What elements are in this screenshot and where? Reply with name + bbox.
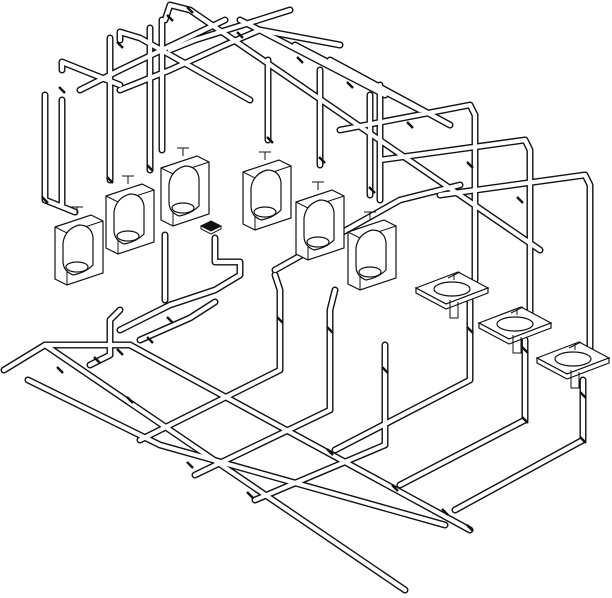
pipe-network xyxy=(0,1,594,594)
pipe-fitting-20 xyxy=(579,391,587,399)
pipe-fitting-17 xyxy=(381,366,389,374)
pipe-fitting-13 xyxy=(521,416,529,424)
pipe-fitting-34 xyxy=(41,196,49,204)
pipe-fitting-29 xyxy=(116,41,124,49)
pipe-run-13-fill xyxy=(137,299,218,343)
pipe-run-10-fill xyxy=(397,337,528,488)
pipe-fitting-14 xyxy=(579,436,587,444)
pipe-fitting-2 xyxy=(116,348,124,356)
pipe-fitting-9 xyxy=(326,448,334,456)
pipe-run-7-fill xyxy=(192,287,338,478)
pipe-run-12-fill xyxy=(117,235,243,333)
pipe-run-20-fill xyxy=(77,17,228,93)
pipe-fitting-27 xyxy=(516,196,524,204)
pipe-fitting-35 xyxy=(106,176,114,184)
pipe-run-15-fill xyxy=(162,2,543,253)
pipe-run-5-fill xyxy=(87,307,123,368)
pipe-run-9-outline xyxy=(331,296,474,454)
urinal-2 xyxy=(105,175,155,255)
pipe-fitting-1 xyxy=(93,356,101,364)
pipe-run-33-fill xyxy=(437,172,593,358)
pipe-fitting-30 xyxy=(166,14,174,22)
pipe-fitting-5 xyxy=(56,366,64,374)
pipe-run-16-fill xyxy=(117,29,253,103)
pipe-fitting-19 xyxy=(521,346,529,354)
pipe-fitting-11 xyxy=(441,508,449,516)
fitting-bands xyxy=(41,6,587,532)
pipe-fitting-7 xyxy=(186,461,194,469)
pipe-fitting-24 xyxy=(346,81,354,89)
pipe-run-10-outline xyxy=(396,336,529,489)
pipe-fitting-31 xyxy=(266,136,274,144)
pipe-fitting-10 xyxy=(391,484,399,492)
pipe-run-3-fill xyxy=(127,342,473,533)
pipe-run-37-fill xyxy=(327,57,453,128)
pipe-fitting-22 xyxy=(236,31,244,39)
pipe-fitting-4 xyxy=(166,316,174,324)
pipe-fitting-23 xyxy=(296,56,304,64)
pipe-run-22-fill xyxy=(167,7,293,53)
urinal-3 xyxy=(160,147,210,227)
pipe-fitting-6 xyxy=(126,396,134,404)
urinal-5 xyxy=(295,181,345,261)
pipe-fitting-12 xyxy=(466,524,474,532)
lavatory-2 xyxy=(477,306,553,354)
pipe-run-6-fill xyxy=(137,272,283,443)
pipe-run-35-fill xyxy=(237,17,388,98)
urinal-1 xyxy=(54,206,104,286)
pipe-run-31-fill xyxy=(337,102,478,283)
lavatory-3 xyxy=(535,341,611,389)
lavatory-1 xyxy=(414,271,490,319)
pipe-fitting-36 xyxy=(146,164,154,172)
pipe-fitting-32 xyxy=(318,156,326,164)
pipe-run-21-fill xyxy=(117,42,228,93)
pipe-run-9-fill xyxy=(332,297,473,453)
pipe-fitting-16 xyxy=(326,326,334,334)
pipe-run-32-fill xyxy=(377,137,533,323)
pipe-run-2-fill xyxy=(42,342,408,593)
pipe-fitting-21 xyxy=(186,6,194,14)
pipe-run-8-fill xyxy=(252,342,388,503)
pipe-run-4-fill xyxy=(25,377,448,528)
pipe-fitting-25 xyxy=(406,121,414,129)
pipe-fitting-8 xyxy=(246,491,254,499)
pipe-fitting-28 xyxy=(58,86,66,94)
floor-drain xyxy=(199,220,223,235)
pipe-fitting-3 xyxy=(146,336,154,344)
pipe-fitting-33 xyxy=(368,186,376,194)
pipe-fitting-15 xyxy=(276,316,284,324)
urinal-6 xyxy=(347,211,397,291)
pipe-fitting-26 xyxy=(466,161,474,169)
pipe-fitting-18 xyxy=(466,326,474,334)
urinal-4 xyxy=(242,151,292,231)
